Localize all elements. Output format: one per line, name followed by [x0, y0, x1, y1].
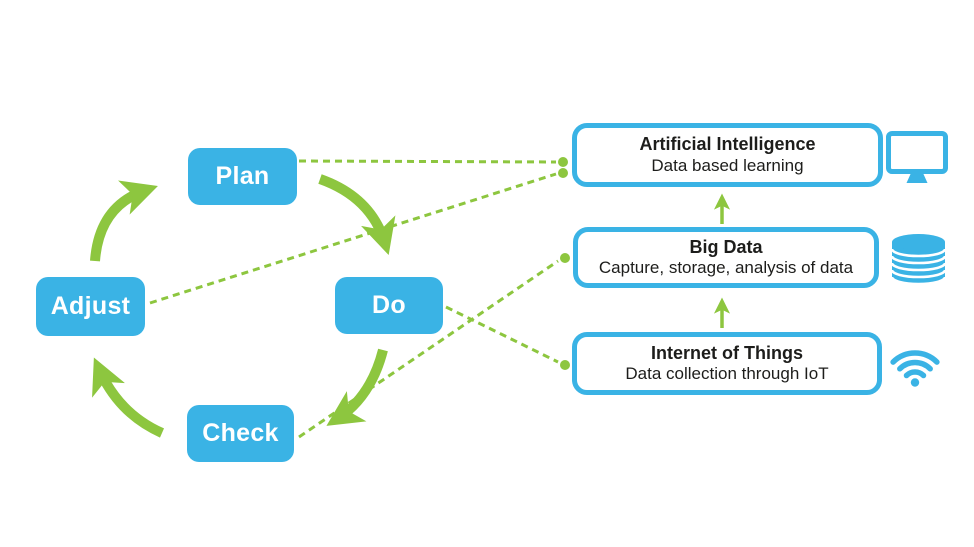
cycle-arrow-do-to-check	[326, 348, 388, 426]
link-plan-to-ai	[298, 159, 557, 164]
wifi-icon	[890, 350, 940, 387]
cycle-node-plan: Plan	[188, 148, 297, 205]
database-icon	[891, 234, 946, 286]
tech-box-artificial-intelligence: Artificial Intelligence Data based learn…	[572, 123, 883, 187]
link-endpoint-dot	[560, 253, 570, 263]
link-endpoint-dot	[558, 157, 568, 167]
cycle-node-do: Do	[335, 277, 443, 334]
tech-box-title: Big Data	[689, 236, 763, 257]
cycle-node-label: Plan	[215, 162, 270, 190]
cycle-node-label: Adjust	[50, 292, 131, 320]
link-do-to-iot	[445, 305, 559, 364]
cycle-node-adjust: Adjust	[36, 277, 145, 336]
cycle-node-label: Check	[202, 419, 279, 447]
tech-box-title: Internet of Things	[651, 342, 803, 363]
tech-box-subtitle: Data based learning	[651, 155, 804, 175]
link-endpoint-dot	[558, 168, 568, 178]
tech-box-internet-of-things: Internet of Things Data collection throu…	[572, 332, 882, 395]
cycle-arrow-check-to-adjust	[92, 357, 165, 438]
link-endpoint-dot	[560, 360, 570, 370]
cycle-arrow-plan-to-do	[318, 174, 396, 256]
tech-box-title: Artificial Intelligence	[639, 134, 816, 154]
tech-box-subtitle: Capture, storage, analysis of data	[598, 258, 854, 278]
cycle-node-check: Check	[187, 405, 294, 462]
cycle-node-label: Do	[372, 291, 406, 319]
cycle-arrow-adjust-to-plan	[90, 180, 158, 262]
monitor-icon	[886, 131, 948, 183]
tech-box-subtitle: Data collection through IoT	[625, 364, 829, 384]
tech-box-big-data: Big Data Capture, storage, analysis of d…	[573, 227, 879, 288]
